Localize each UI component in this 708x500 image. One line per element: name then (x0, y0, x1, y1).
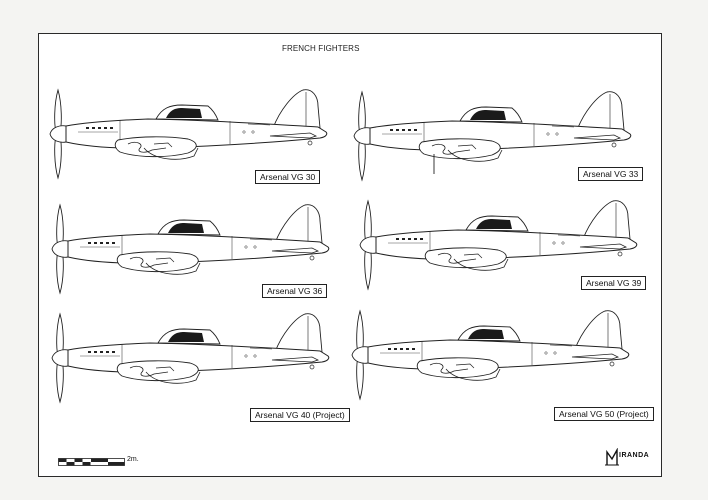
logo-text: IRANDA (619, 452, 650, 459)
aircraft-label-vg40: Arsenal VG 40 (Project) (250, 408, 350, 422)
aircraft-vg50-drawing (351, 310, 630, 400)
aircraft-label-vg30: Arsenal VG 30 (255, 170, 321, 184)
aircraft-label-vg50: Arsenal VG 50 (Project) (554, 407, 654, 421)
aircraft-label-vg33: Arsenal VG 33 (578, 167, 644, 181)
aircraft-vg40-drawing (51, 313, 330, 403)
aircraft-vg30-drawing (49, 89, 328, 179)
page-title: FRENCH FIGHTERS (282, 44, 360, 53)
aircraft-label-vg36: Arsenal VG 36 (262, 284, 328, 298)
aircraft-vg33-drawing (353, 91, 632, 181)
scale-bar-label: 2m. (127, 456, 139, 463)
scale-bar (58, 458, 125, 466)
miranda-logo-icon (605, 448, 619, 466)
aircraft-label-vg39: Arsenal VG 39 (581, 276, 647, 290)
aircraft-vg36-drawing (51, 204, 330, 294)
